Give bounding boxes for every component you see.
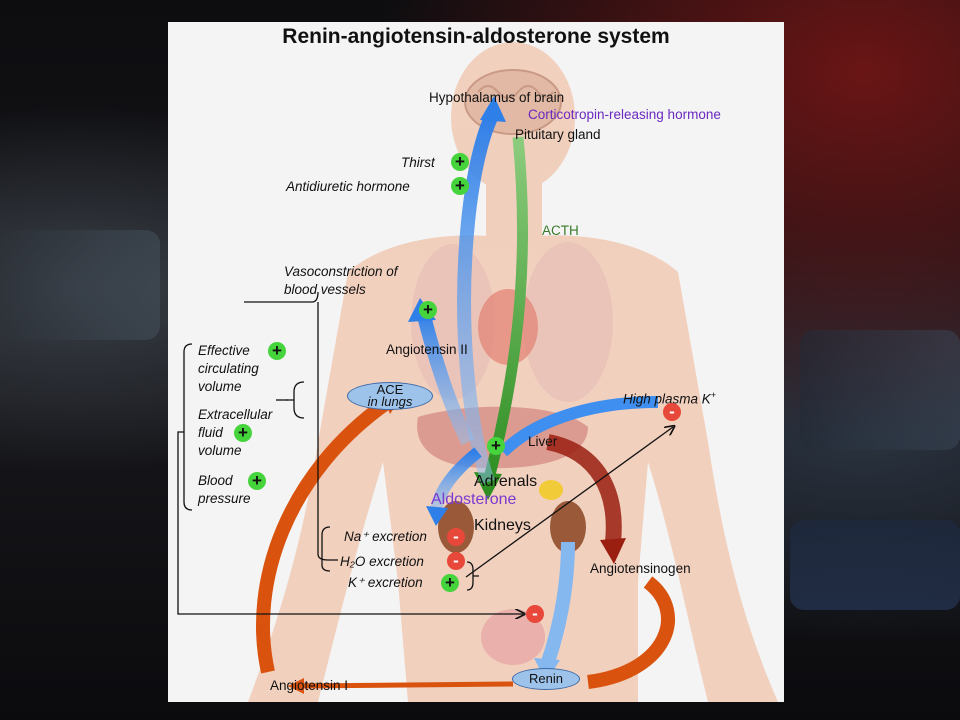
label-vasoconstriction-2: blood vessels — [284, 282, 366, 297]
diagram-title: Renin-angiotensin-aldosterone system — [282, 25, 670, 48]
angiotensin-ii-to-brain-arrow — [457, 110, 500, 485]
diagram-artwork — [177, 42, 778, 702]
background-plate-right — [790, 520, 960, 610]
label-effective-2: circulating — [198, 361, 259, 376]
background-glass-left — [0, 230, 160, 340]
plus-sign-k: + — [441, 574, 459, 592]
label-aldosterone: Aldosterone — [431, 491, 517, 508]
label-blood-1: Blood — [198, 473, 233, 488]
plus-sign-liver: + — [487, 437, 505, 455]
label-blood-2: pressure — [198, 491, 251, 506]
lung-right — [523, 242, 613, 402]
minus-sign-na: - — [447, 528, 465, 546]
acth-arrow — [482, 136, 529, 484]
label-hypothalamus: Hypothalamus of brain — [429, 90, 565, 105]
label-angiotensinogen: Angiotensinogen — [590, 561, 691, 576]
label-angiotensin-ii: Angiotensin II — [386, 342, 468, 357]
angiotensinogen-arrow — [546, 434, 622, 543]
angiotensin-ii-to-vessels-arrow — [416, 310, 475, 446]
label-high-k-sup: + — [710, 390, 717, 400]
label-renin: Renin — [529, 671, 563, 686]
adrenal-right — [539, 480, 563, 500]
feedback-lines — [177, 291, 673, 614]
high-k-arrow — [498, 396, 659, 457]
label-extracellular-1: Extracellular — [198, 407, 273, 422]
label-kidneys: Kidneys — [474, 517, 531, 534]
label-angiotensin-i: Angiotensin I — [270, 678, 349, 693]
minus-sign-h2o: - — [447, 552, 465, 570]
label-h2o-excretion: H₂O excretion — [340, 554, 424, 569]
label-liver: Liver — [528, 434, 558, 449]
label-ace: ACE — [376, 382, 404, 397]
background-glass-right — [800, 330, 960, 450]
label-extracellular-2: fluid — [198, 425, 223, 440]
angiotensin-i-arrow — [297, 681, 514, 689]
plus-sign-blood: + — [248, 472, 266, 490]
label-vasoconstriction-1: Vasoconstriction of — [284, 264, 398, 279]
renin-arrow — [541, 541, 575, 665]
minus-sign-renin-feedback: - — [526, 605, 544, 623]
kidney-right — [550, 501, 586, 553]
diagram-slide: Renin-angiotensin-aldosterone system Hyp… — [168, 22, 784, 702]
minus-sign-high-k: - — [663, 403, 681, 421]
ace-in-lungs-oval: ACE in lungs — [347, 382, 433, 410]
bladder-illustration — [481, 609, 545, 665]
plus-sign-effective: + — [268, 342, 286, 360]
renin-oval: Renin — [512, 668, 580, 690]
plus-sign-extracellular: + — [234, 424, 252, 442]
label-adh: Antidiuretic hormone — [286, 179, 410, 194]
angiotensinogen-to-renin-arrow — [587, 576, 675, 689]
label-high-k-text: High plasma K — [623, 391, 711, 407]
label-effective-1: Effective — [198, 343, 250, 358]
angiotensin-i-to-ace-arrow — [256, 396, 393, 674]
label-effective-3: volume — [198, 379, 242, 394]
heart-illustration — [478, 289, 538, 365]
label-adrenals: Adrenals — [474, 473, 538, 490]
label-acth: ACTH — [542, 223, 579, 238]
label-extracellular-3: volume — [198, 443, 242, 458]
plus-sign-adh: + — [451, 177, 469, 195]
label-k-excretion: K⁺ excretion — [348, 575, 423, 590]
plus-sign-vasoconstriction: + — [419, 301, 437, 319]
label-thirst: Thirst — [401, 155, 435, 170]
label-pituitary: Pituitary gland — [515, 127, 601, 142]
angiotensin-ii-to-kidney-arrow — [430, 447, 482, 513]
label-high-k: High plasma K+ — [623, 387, 716, 408]
label-na-excretion: Na⁺ excretion — [344, 529, 427, 544]
label-ace-lungs: in lungs — [367, 394, 413, 409]
plus-sign-thirst: + — [451, 153, 469, 171]
label-crh: Corticotropin-releasing hormone — [528, 107, 721, 122]
